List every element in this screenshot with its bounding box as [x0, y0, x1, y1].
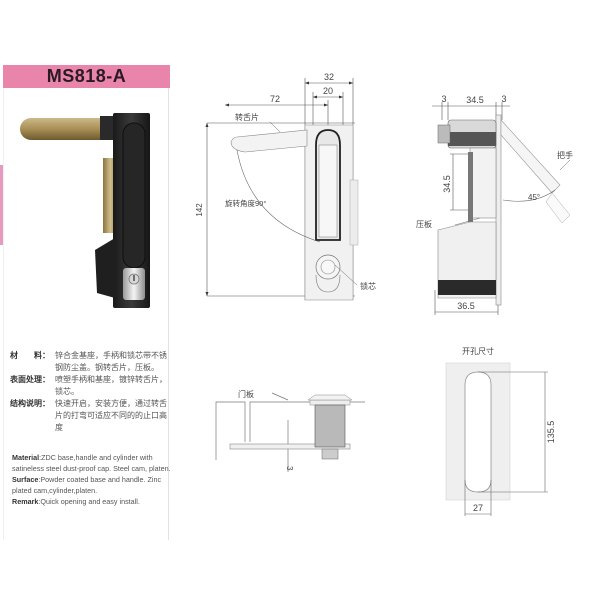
- label-rotation: 旋转角度90°: [225, 198, 266, 208]
- spec-en-surface: Surface:Powder coated base and handle. Z…: [12, 475, 162, 495]
- dim-side-vertical: 34.5: [442, 175, 452, 193]
- product-photo: [20, 113, 150, 308]
- accent-strip: [0, 165, 3, 245]
- side-view-drawing: 3 34.5 3 34.5 36.5 把手 45° 压板: [416, 94, 573, 315]
- spec-en-list: Material:ZDC base,handle and cylinder wi…: [12, 452, 172, 507]
- dim-20: 20: [323, 86, 333, 96]
- spec-cn-material: 材 料： 锌合金基座，手柄和锁芯带不锈钢防尘盖。钢转舌片，压板。: [10, 351, 167, 372]
- label-angle: 45°: [528, 193, 540, 202]
- dim-side-middle: 34.5: [466, 95, 484, 105]
- cutout-title: 开孔尺寸: [462, 346, 494, 356]
- spec-panel: [3, 65, 169, 540]
- spec-cn-list: 材 料： 锌合金基座，手柄和锁芯带不锈钢防尘盖。钢转舌片，压板。 表面处理： 喷…: [10, 350, 170, 434]
- dim-cutout-height: 135.5: [546, 421, 556, 444]
- model-title: MS818-A: [46, 66, 127, 86]
- spec-cn-remark: 结构说明： 快速开启，安装方便，通过转舌片的打弯可适应不同的的止口高度: [10, 399, 167, 432]
- section-view-drawing: 门板 3: [215, 389, 365, 472]
- label-handle: 把手: [557, 150, 573, 160]
- spec-en-remark: Remark:Quick opening and easy install.: [12, 497, 140, 506]
- cutout-view-drawing: 开孔尺寸 135.5 27: [445, 346, 556, 516]
- dim-side-left: 3: [441, 94, 446, 104]
- model-title-bar: MS818-A: [3, 65, 170, 88]
- dim-72: 72: [270, 94, 280, 104]
- dim-32: 32: [324, 72, 334, 82]
- label-cam: 转舌片: [235, 112, 259, 122]
- spec-cn-surface: 表面处理： 喷塑手柄和基座，镀锌转舌片，锁芯。: [10, 375, 167, 396]
- dim-cutout-width: 27: [473, 503, 483, 513]
- dim-side-right: 3: [501, 94, 506, 104]
- label-cylinder: 锁芯: [360, 281, 376, 291]
- dim-142: 142: [195, 203, 204, 217]
- dim-side-bottom: 36.5: [457, 301, 475, 311]
- label-door: 门板: [238, 389, 254, 399]
- label-platen: 压板: [416, 219, 432, 229]
- dim-gap: 3: [285, 466, 294, 471]
- spec-en-material: Material:ZDC base,handle and cylinder wi…: [12, 453, 171, 473]
- front-view-drawing: 32 20 72 142 转舌片 旋转角度90° 锁芯: [195, 72, 376, 301]
